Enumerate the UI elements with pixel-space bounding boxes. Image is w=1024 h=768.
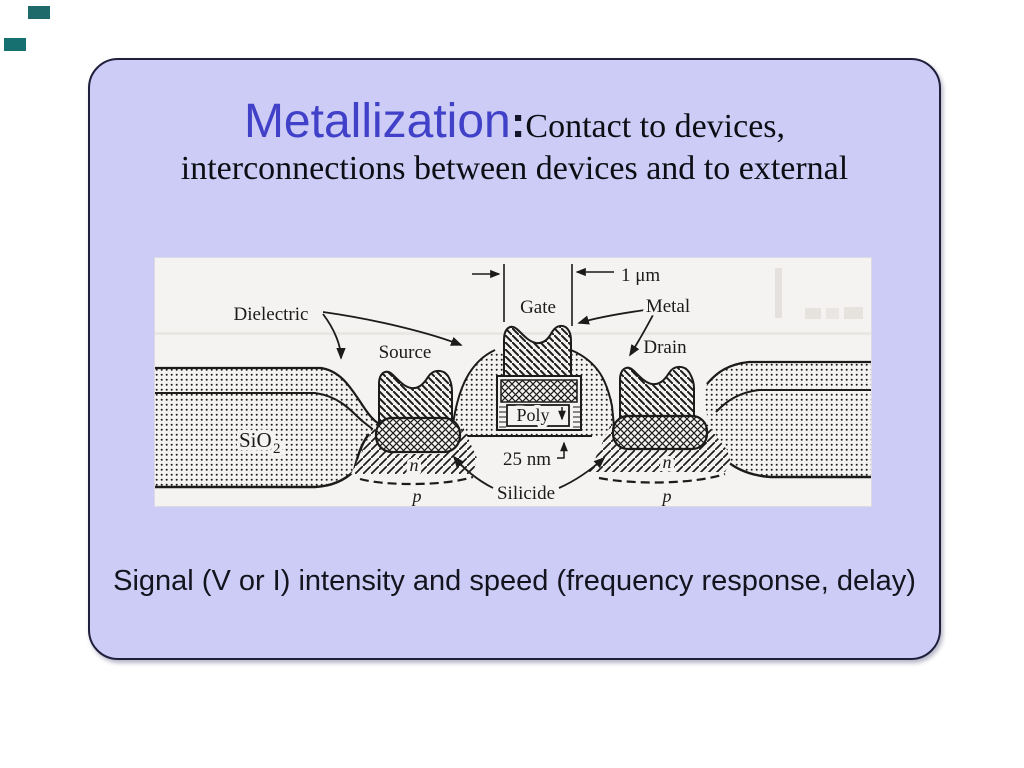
drain-silicide bbox=[611, 414, 709, 451]
junction-dashed-right bbox=[598, 472, 726, 484]
source-silicide bbox=[374, 416, 462, 454]
label-silicide: Silicide bbox=[497, 483, 555, 504]
label-p-left: p bbox=[411, 486, 422, 506]
label-gate: Gate bbox=[520, 297, 556, 318]
label-poly: Poly bbox=[516, 405, 549, 425]
mosfet-diagram-svg: 1 μm Gate Metal Dielectric Source Drain … bbox=[155, 258, 871, 510]
silicide-arrow-left bbox=[452, 455, 494, 489]
title-keyword: Metallization bbox=[243, 95, 511, 148]
scan-artifact bbox=[775, 268, 782, 318]
field-oxide-left bbox=[155, 368, 379, 487]
title-line-1: Metallization:Contact to devices, bbox=[90, 96, 939, 148]
label-n-right: n bbox=[663, 452, 672, 472]
title-rest: Contact to devices, bbox=[525, 108, 786, 145]
poly-silicide-band bbox=[500, 379, 578, 403]
slide-title: Metallization:Contact to devices, interc… bbox=[90, 96, 939, 188]
slide-panel: Metallization:Contact to devices, interc… bbox=[88, 58, 941, 660]
metal-arrow-gate bbox=[577, 309, 646, 325]
decor-square-bottom bbox=[4, 38, 26, 51]
scan-artifact bbox=[805, 308, 821, 319]
label-source: Source bbox=[379, 342, 432, 363]
label-gate-width: 1 μm bbox=[621, 265, 660, 286]
silicide-arrow-right bbox=[558, 456, 606, 489]
drain-metal bbox=[619, 365, 695, 422]
junction-dashed-left bbox=[359, 475, 474, 486]
dielectric-arrow-long bbox=[322, 311, 463, 346]
oxide-ticks bbox=[499, 406, 580, 428]
source-metal bbox=[378, 369, 453, 429]
title-colon: : bbox=[510, 98, 526, 147]
decor-square-top bbox=[28, 6, 50, 19]
poly-label-box bbox=[506, 404, 570, 427]
label-sio2: SiO bbox=[239, 428, 272, 452]
metal-arrow-drain bbox=[629, 314, 654, 357]
label-dielectric: Dielectric bbox=[234, 304, 309, 325]
n-region-source bbox=[351, 427, 477, 474]
label-n-left: n bbox=[410, 455, 419, 475]
label-p-right: p bbox=[661, 486, 672, 506]
scan-artifact bbox=[826, 308, 839, 319]
label-drain: Drain bbox=[643, 337, 687, 358]
mosfet-cross-section-figure: 1 μm Gate Metal Dielectric Source Drain … bbox=[154, 257, 872, 510]
dielectric-arrow-down bbox=[322, 313, 346, 360]
gate-metal bbox=[503, 324, 572, 379]
label-sio2-subscript: 2 bbox=[273, 441, 281, 457]
slide-caption: Signal (V or I) intensity and speed (fre… bbox=[113, 565, 916, 597]
scan-artifact bbox=[844, 307, 863, 319]
title-line-2: interconnections between devices and to … bbox=[180, 149, 849, 187]
label-metal: Metal bbox=[646, 296, 690, 317]
oxide-thickness-arrow bbox=[557, 441, 568, 459]
label-oxide-thickness: 25 nm bbox=[503, 449, 551, 470]
